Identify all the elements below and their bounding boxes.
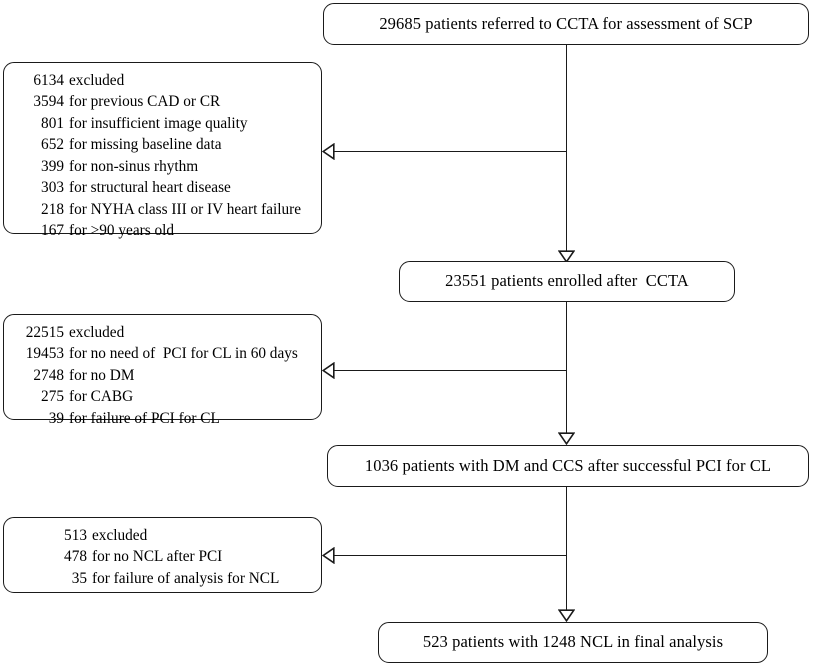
exclusion-1-row-count: 652 xyxy=(41,136,64,154)
exclusion-1-row-reason: for structural heart disease xyxy=(69,179,231,197)
exclusion-1-row-reason: for NYHA class III or IV heart failure xyxy=(69,200,302,218)
exclusion-box-2: 22515 excluded 19453 for no need of PCI … xyxy=(3,314,322,427)
exclusion-3-header: 513 excluded xyxy=(18,525,311,546)
exclusion-1-row: 801 for insufficient image quality xyxy=(18,113,311,134)
exclusion-3-row-count: 35 xyxy=(71,569,87,587)
exclusion-1-row: 303 for structural heart disease xyxy=(18,177,311,198)
exclusion-1-row: 218 for NYHA class III or IV heart failu… xyxy=(18,199,311,220)
exclusion-2-row-count: 2748 xyxy=(33,366,64,384)
node-dm-ccs-successful-pci: 1036 patients with DM and CCS after succ… xyxy=(327,445,809,487)
exclusion-2-row-count: 39 xyxy=(48,409,64,427)
exclusion-1-row: 399 for non-sinus rhythm xyxy=(18,156,311,177)
arrowhead-left-exclusion-1 xyxy=(321,142,335,161)
exclusion-1-row-reason: for insufficient image quality xyxy=(69,114,248,132)
exclusion-1-row-count: 399 xyxy=(41,157,64,175)
arrowhead-left-exclusion-3 xyxy=(321,546,335,565)
node-enrolled-after-ccta: 23551 patients enrolled after CCTA xyxy=(399,261,735,302)
exclusion-3-header-count: 513 xyxy=(64,527,87,544)
exclusion-1-header-text: excluded xyxy=(69,72,125,89)
connector-to-exclusion-3 xyxy=(325,555,567,556)
exclusion-1-row-count: 218 xyxy=(41,200,64,218)
exclusion-2-row-count: 275 xyxy=(41,388,64,406)
exclusion-1-row: 652 for missing baseline data xyxy=(18,134,311,155)
exclusion-1-row-count: 167 xyxy=(41,222,64,240)
exclusion-2-row: 2748 for no DM xyxy=(18,365,311,386)
exclusion-1-header: 6134 excluded xyxy=(18,70,311,91)
exclusion-1-row-count: 303 xyxy=(41,179,64,197)
exclusion-1-row-count: 3594 xyxy=(33,93,64,111)
node-dm-ccs-successful-pci-label: 1036 patients with DM and CCS after succ… xyxy=(364,455,772,475)
exclusion-2-header-count: 22515 xyxy=(25,324,64,341)
connector-node1-to-node2 xyxy=(566,45,567,256)
exclusion-box-1: 6134 excluded 3594 for previous CAD or C… xyxy=(3,62,322,239)
exclusion-2-row-reason: for CABG xyxy=(69,388,134,406)
node-final-analysis-label: 523 patients with 1248 NCL in final anal… xyxy=(422,632,724,652)
exclusion-box-3: 513 excluded 478 for no NCL after PCI 35… xyxy=(3,517,322,593)
arrowhead-left-exclusion-2 xyxy=(321,361,335,380)
exclusion-3-header-text: excluded xyxy=(92,527,148,544)
exclusion-3-row-count: 478 xyxy=(64,548,87,566)
exclusion-1-row: 3594 for previous CAD or CR xyxy=(18,91,311,112)
exclusion-3-row: 35 for failure of analysis for NCL xyxy=(18,568,311,589)
exclusion-1-header-count: 6134 xyxy=(33,72,64,89)
connector-node3-to-node4 xyxy=(566,487,567,615)
connector-to-exclusion-2 xyxy=(325,370,567,371)
exclusion-3-row: 478 for no NCL after PCI xyxy=(18,546,311,567)
node-final-analysis: 523 patients with 1248 NCL in final anal… xyxy=(378,622,768,663)
exclusion-2-header-text: excluded xyxy=(69,324,125,341)
exclusion-1-row-count: 801 xyxy=(41,114,64,132)
exclusion-3-row-reason: for no NCL after PCI xyxy=(92,548,223,566)
node-referred-patients-label: 29685 patients referred to CCTA for asse… xyxy=(379,13,753,33)
exclusion-2-header: 22515 excluded xyxy=(18,322,311,343)
arrowhead-down-node4 xyxy=(557,609,576,623)
exclusion-2-row: 275 for CABG xyxy=(18,386,311,407)
exclusion-1-row-reason: for non-sinus rhythm xyxy=(69,157,199,175)
node-referred-patients: 29685 patients referred to CCTA for asse… xyxy=(323,3,809,45)
exclusion-2-row-reason: for no need of PCI for CL in 60 days xyxy=(69,345,298,363)
exclusion-2-row-reason: for no DM xyxy=(69,366,135,384)
exclusion-1-row: 167 for >90 years old xyxy=(18,220,311,241)
exclusion-3-row-reason: for failure of analysis for NCL xyxy=(92,569,280,587)
exclusion-2-row: 19453 for no need of PCI for CL in 60 da… xyxy=(18,343,311,364)
exclusion-2-row-count: 19453 xyxy=(25,345,64,363)
exclusion-2-row: 39 for failure of PCI for CL xyxy=(18,408,311,429)
connector-to-exclusion-1 xyxy=(325,151,567,152)
node-enrolled-after-ccta-label: 23551 patients enrolled after CCTA xyxy=(445,271,689,291)
arrowhead-down-node3 xyxy=(557,432,576,446)
exclusion-1-row-reason: for >90 years old xyxy=(69,222,175,240)
exclusion-1-row-reason: for missing baseline data xyxy=(69,136,222,154)
arrowhead-down-node2 xyxy=(557,250,576,264)
exclusion-1-row-reason: for previous CAD or CR xyxy=(69,93,221,111)
exclusion-2-row-reason: for failure of PCI for CL xyxy=(69,409,220,427)
